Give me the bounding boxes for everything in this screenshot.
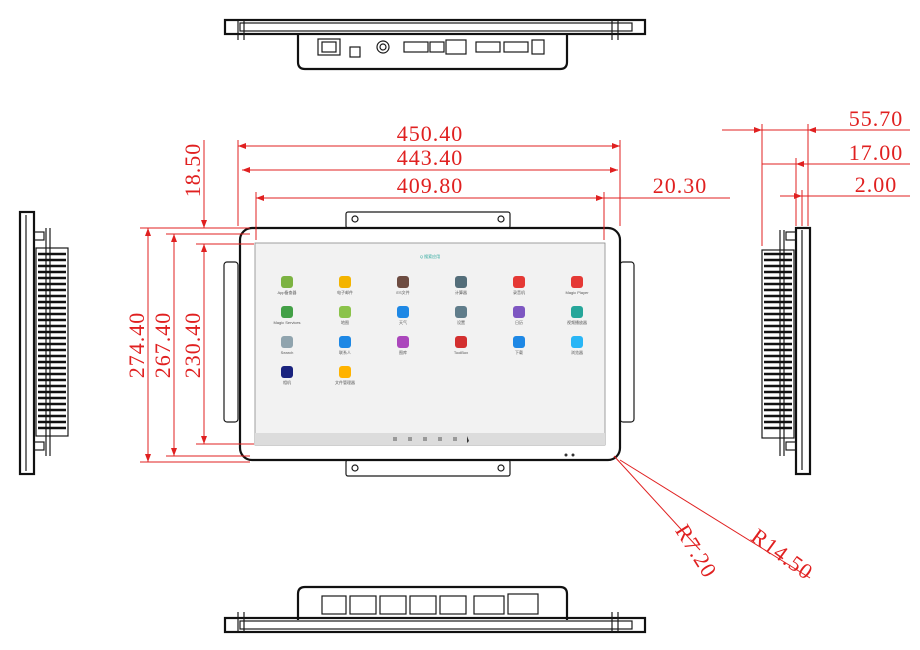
app-tile[interactable]: App备查器 bbox=[277, 276, 297, 295]
app-label: 设置 bbox=[457, 319, 465, 325]
app-tile[interactable]: Search bbox=[281, 336, 294, 355]
right-side-view bbox=[761, 226, 812, 476]
app-label: ToolBox bbox=[454, 350, 468, 355]
app-label: 日历 bbox=[515, 320, 523, 325]
screen-search-hint[interactable]: Q 搜索应用 bbox=[420, 253, 440, 259]
gallery-icon[interactable] bbox=[397, 336, 409, 348]
dimension-lines bbox=[140, 124, 910, 579]
app-label: 视频播放器 bbox=[567, 319, 587, 325]
app-tile[interactable]: 联系人 bbox=[339, 336, 351, 355]
app-tile[interactable]: 计算器 bbox=[455, 276, 467, 295]
recorder-icon[interactable] bbox=[513, 276, 525, 288]
android-icon[interactable] bbox=[281, 276, 293, 288]
app-tile[interactable]: 日历 bbox=[513, 306, 525, 325]
folder-icon[interactable] bbox=[339, 366, 351, 378]
app-label: 图库 bbox=[399, 349, 407, 355]
app-label: 文件管理器 bbox=[335, 379, 355, 385]
download-icon[interactable] bbox=[513, 336, 525, 348]
dim-top-offset: 18.50 bbox=[180, 143, 205, 198]
video-icon[interactable] bbox=[571, 306, 583, 318]
dim-depth-total: 55.70 bbox=[849, 106, 904, 131]
nav-home-icon[interactable] bbox=[408, 437, 412, 441]
app-label: Search bbox=[281, 350, 294, 355]
calculator-icon[interactable] bbox=[455, 276, 467, 288]
app-tile[interactable]: 相机 bbox=[281, 366, 293, 385]
dim-depth-small: 2.00 bbox=[855, 172, 898, 197]
app-label: 地图 bbox=[341, 319, 349, 325]
app-tile[interactable]: 图库 bbox=[397, 336, 409, 355]
app-label: App备查器 bbox=[277, 289, 296, 295]
app-tile[interactable]: 浏览器 bbox=[571, 336, 583, 355]
nav-menu-icon[interactable] bbox=[438, 437, 442, 441]
app-tile[interactable]: 下载 bbox=[513, 336, 525, 355]
nav-recent-icon[interactable] bbox=[423, 437, 427, 441]
app-label: Magic Player bbox=[565, 290, 589, 295]
app-label: 天气 bbox=[399, 319, 407, 325]
nav-extra-icon[interactable] bbox=[453, 437, 457, 441]
file-icon[interactable] bbox=[397, 276, 409, 288]
browser-icon[interactable] bbox=[571, 336, 583, 348]
toolbox-icon[interactable] bbox=[455, 336, 467, 348]
bottom-view bbox=[223, 585, 647, 634]
player-icon[interactable] bbox=[571, 276, 583, 288]
dim-frame-height: 267.40 bbox=[150, 312, 175, 379]
dim-screen-width: 409.80 bbox=[397, 173, 464, 198]
app-tile[interactable]: Magic Services bbox=[273, 306, 301, 325]
app-tile[interactable]: 录音机 bbox=[513, 276, 525, 295]
screen-display bbox=[254, 242, 606, 446]
app-label: 浏览器 bbox=[571, 349, 583, 355]
cursor-icon bbox=[467, 436, 469, 443]
nav-bar bbox=[393, 436, 469, 443]
app-label: 下载 bbox=[515, 349, 523, 355]
calendar-icon[interactable] bbox=[513, 306, 525, 318]
search-icon[interactable] bbox=[281, 336, 293, 348]
dim-outer-radius: R14.50 bbox=[747, 523, 818, 584]
app-label: 计算器 bbox=[455, 289, 467, 295]
dim-frame-width: 443.40 bbox=[397, 145, 464, 170]
dim-screen-height: 230.40 bbox=[180, 312, 205, 379]
app-label: 录音机 bbox=[513, 289, 525, 295]
map-icon[interactable] bbox=[339, 306, 351, 318]
app-label: 相机 bbox=[283, 379, 291, 385]
app-tile[interactable]: 视频播放器 bbox=[567, 306, 587, 325]
app-tile[interactable]: ToolBox bbox=[454, 336, 468, 355]
app-tile[interactable]: 电子邮件 bbox=[337, 276, 353, 295]
app-tile[interactable]: 设置 bbox=[455, 306, 467, 325]
contacts-icon[interactable] bbox=[339, 336, 351, 348]
left-side-view bbox=[18, 210, 69, 476]
weather-icon[interactable] bbox=[397, 306, 409, 318]
top-view bbox=[223, 18, 647, 71]
dim-depth-mid: 17.00 bbox=[849, 140, 904, 165]
dim-right-offset: 20.30 bbox=[653, 173, 708, 198]
app-tile[interactable]: Magic Player bbox=[565, 276, 589, 295]
services-icon[interactable] bbox=[281, 306, 293, 318]
app-tile[interactable]: ES文件 bbox=[396, 276, 410, 295]
nav-back-icon[interactable] bbox=[393, 437, 397, 441]
dim-overall-width: 450.40 bbox=[397, 121, 464, 146]
app-tile[interactable]: 天气 bbox=[397, 306, 409, 325]
app-label: 联系人 bbox=[339, 349, 351, 355]
app-label: Magic Services bbox=[273, 320, 300, 325]
settings-icon[interactable] bbox=[455, 306, 467, 318]
app-label: ES文件 bbox=[396, 289, 409, 295]
email-icon[interactable] bbox=[339, 276, 351, 288]
app-tile[interactable]: 地图 bbox=[339, 306, 351, 325]
dimension-labels: 450.40 443.40 409.80 20.30 55.70 17.00 2… bbox=[124, 106, 904, 585]
dim-overall-height: 274.40 bbox=[124, 312, 149, 379]
camera-icon[interactable] bbox=[281, 366, 293, 378]
front-view: Q 搜索应用 App备查器 电子邮件 ES文件 计算器 录音机 Magic PlayerM… bbox=[223, 211, 635, 477]
app-label: 电子邮件 bbox=[337, 289, 353, 295]
dim-inner-radius: R7.20 bbox=[670, 520, 722, 583]
app-tile[interactable]: 文件管理器 bbox=[335, 366, 355, 385]
